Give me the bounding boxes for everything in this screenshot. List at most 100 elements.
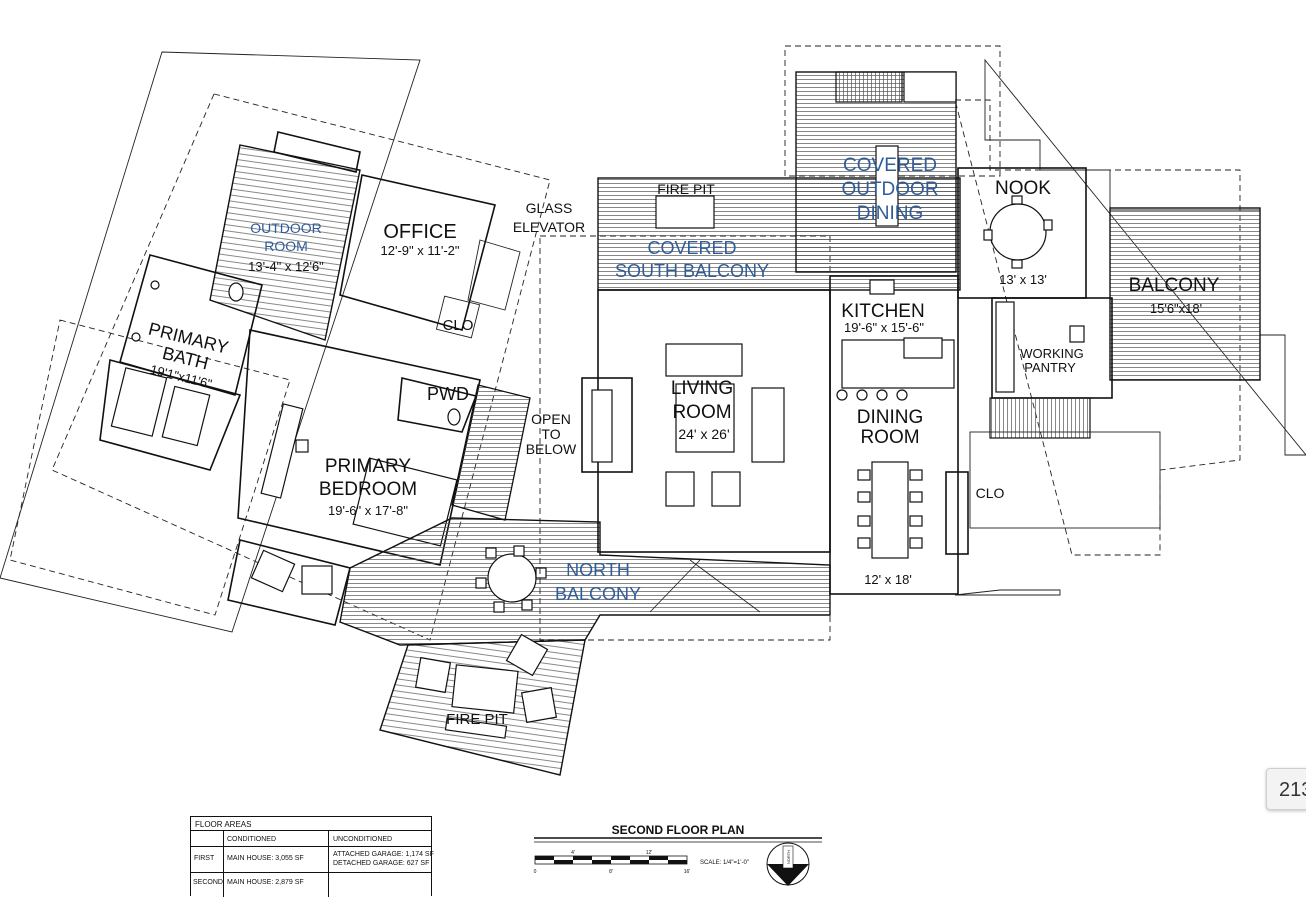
fire-pit-bench (444, 717, 508, 739)
dining-chair-5 (909, 469, 923, 481)
south-fire-pit-label: FIRE PIT (657, 181, 715, 197)
room-labels: OUTDOOR ROOM 13'-4" x 12'6" OFFICE 12'-9… (146, 155, 1219, 728)
shower-head-1 (150, 280, 160, 290)
covered-outdoor-dining-label-3: DINING (857, 203, 924, 224)
bed (352, 457, 458, 547)
drawing-title: SECOND FLOOR PLAN (612, 823, 745, 837)
outdoor-dining-table (875, 145, 899, 227)
east-wing (954, 58, 1306, 596)
north-fire-pit-label: FIRE PIT (446, 711, 508, 728)
floor-areas-header-row: CONDITIONED UNCONDITIONED (191, 831, 431, 847)
east-lower-landing (969, 431, 1161, 529)
dining-table (871, 461, 909, 559)
scale-bar-seg-7 (630, 860, 649, 864)
balcony-chair-5 (493, 601, 505, 613)
kitchen-dining-walls (829, 275, 959, 595)
living-coffee-table (665, 343, 743, 377)
scale-bar-seg-8 (668, 860, 687, 864)
floor-areas-col-divider-1 (223, 831, 224, 897)
dining-room-label-2: ROOM (860, 427, 919, 448)
east-stair (989, 397, 1091, 439)
fire-pit-chair-2 (505, 633, 549, 677)
dashed-east-roof (954, 99, 1241, 556)
outdoor-room-fireplace (273, 131, 361, 173)
living-room-label-2: ROOM (672, 402, 731, 423)
balcony-chair-6 (475, 577, 487, 589)
living-fireplace (581, 377, 633, 473)
toilet-fixture (228, 282, 244, 302)
covered-south-balcony-label-2: SOUTH BALCONY (615, 261, 769, 281)
north-arrow-label-box (782, 845, 794, 869)
pantry-sink (1069, 325, 1085, 343)
kitchen-sink (869, 279, 895, 295)
scale-tick-2: 8' (609, 869, 613, 875)
bar-stool-4 (896, 389, 908, 401)
floor-areas-title: FLOOR AREAS (195, 820, 252, 829)
dining-closet-label: CLO (976, 485, 1005, 501)
bedroom-sitting-area (227, 539, 351, 626)
office-dims: 12'-9" x 11'-2" (381, 243, 460, 258)
lounge-chair-2 (301, 565, 333, 595)
bedroom-column (295, 439, 309, 453)
south-fire-pit (655, 195, 715, 229)
dining-chair-3 (857, 515, 871, 527)
outdoor-room-label: OUTDOOR (250, 220, 322, 236)
bathtub (110, 367, 168, 437)
lounge-chair-1 (250, 549, 296, 593)
kitchen-label: KITCHEN (841, 301, 924, 322)
outdoor-dining-grill (903, 71, 957, 103)
floor-areas-row-first: FIRST MAIN HOUSE: 3,055 SF ATTACHED GARA… (191, 847, 434, 873)
covered-outdoor-dining-label: COVERED (843, 155, 937, 176)
scale-bar-seg-2 (573, 856, 592, 860)
north-balcony-label: NORTH (566, 560, 630, 580)
outdoor-room-dims: 13'-4" x 12'6" (248, 259, 324, 274)
dining-chair-1 (857, 469, 871, 481)
nook-chair-3 (1011, 259, 1023, 269)
north-balcony-round-table (487, 553, 537, 603)
scale-bar-seg-6 (592, 860, 611, 864)
primary-bath-lower (99, 358, 242, 471)
living-chair-1 (665, 471, 695, 507)
page-number-badge: 213 (1266, 768, 1306, 810)
balcony-stair-line-2 (649, 559, 701, 613)
scale-tick-4: 16' (684, 869, 691, 875)
office-closet-label: CLO (443, 317, 474, 334)
nook-chair-2 (1043, 219, 1053, 231)
office-walls (339, 174, 496, 331)
primary-bedroom-label-2: BEDROOM (319, 479, 417, 500)
dining-chair-6 (909, 491, 923, 503)
glass-elevator-shaft (467, 239, 521, 311)
north-balcony-area (339, 517, 831, 776)
north-balcony-deck (339, 517, 831, 646)
nook-dims: 13' x 13' (999, 272, 1047, 287)
outdoor-room-label-2: ROOM (264, 238, 308, 254)
floor-areas-row-second: SECOND MAIN HOUSE: 2,879 SF (191, 873, 431, 897)
vanity (161, 385, 211, 447)
scale-tick-0: 0 (534, 869, 537, 875)
dining-chair-7 (909, 515, 923, 527)
living-room-dims: 24' x 26' (678, 426, 729, 442)
east-balcony-deck (1109, 207, 1261, 381)
nook-chair-1 (1011, 195, 1023, 205)
kitchen-dims: 19'-6" x 15'-6" (844, 320, 924, 335)
bar-stool-1 (836, 389, 848, 401)
east-lower-wall (954, 589, 1061, 596)
balcony-chair-1 (485, 547, 497, 559)
scale-bar-seg-4 (649, 856, 668, 860)
shower-head-2 (131, 332, 141, 342)
scale-label: SCALE: 1/4"=1'-0" (700, 860, 749, 866)
fire-pit-chair-1 (414, 656, 452, 694)
glass-elevator-label-2: ELEVATOR (513, 219, 585, 235)
open-to-below-label-2: TO (541, 426, 560, 442)
floor-areas-title-row: FLOOR AREAS (191, 817, 431, 831)
fire-pit-chair-3 (520, 686, 558, 724)
north-balcony-label-2: BALCONY (555, 584, 641, 604)
floor-areas-col-divider-2 (328, 831, 329, 897)
scale-tick-3: 12' (646, 850, 653, 856)
north-arrow-icon (767, 864, 809, 886)
bar-stool-3 (876, 389, 888, 401)
floor-areas-table: FLOOR AREAS CONDITIONED UNCONDITIONED FI… (190, 816, 434, 897)
fire-pit-table (451, 664, 519, 714)
glass-elevator-label: GLASS (526, 200, 573, 216)
